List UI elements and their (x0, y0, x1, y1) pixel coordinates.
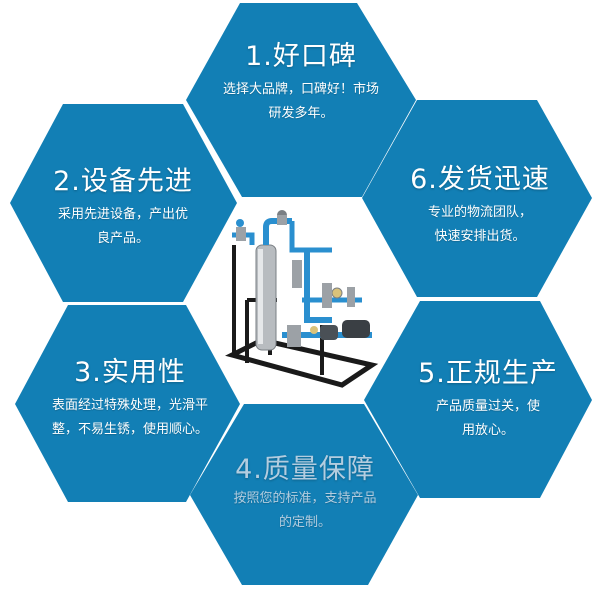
feature-1-desc-line-2: 研发多年。 (268, 106, 334, 121)
hexagon-6 (362, 100, 592, 297)
feature-4-desc-line-2: 的定制。 (278, 515, 331, 530)
feature-2-description: 采用先进设备，产出优 良产品。 (28, 203, 218, 251)
feature-2: 2.设备先进 采用先进设备，产出优 良产品。 (28, 165, 218, 251)
feature-4-description: 按照您的标准，支持产品 的定制。 (200, 487, 410, 535)
hexagon-2 (10, 104, 237, 302)
hexagon-3 (15, 305, 240, 502)
feature-4-desc-line-1: 按照您的标准，支持产品 (233, 491, 377, 506)
feature-3-desc-line-1: 表面经过特殊处理，光滑平 (51, 398, 208, 413)
feature-5-desc-line-2: 用放心。 (461, 423, 514, 438)
hexagon-4 (190, 404, 418, 585)
feature-3-desc-line-2: 整，不易生锈，使用顺心。 (51, 422, 208, 437)
feature-1-description: 选择大品牌，口碑好！市场 研发多年。 (196, 78, 406, 126)
feature-5-title: 5.正规生产 (418, 358, 558, 389)
feature-5-description: 产品质量过关，使 用放心。 (388, 395, 588, 443)
feature-1: 1.好口碑 选择大品牌，口碑好！市场 研发多年。 (196, 40, 406, 126)
feature-3-title: 3.实用性 (74, 357, 186, 388)
feature-6-description: 专业的物流团队， 快速安排出货。 (380, 201, 580, 249)
feature-2-title: 2.设备先进 (53, 166, 193, 197)
feature-6-desc-line-1: 专业的物流团队， (427, 205, 532, 220)
feature-2-desc-line-1: 采用先进设备，产出优 (57, 207, 188, 222)
feature-2-desc-line-2: 良产品。 (96, 231, 149, 246)
feature-1-title: 1.好口碑 (245, 41, 357, 72)
hexagon-5 (364, 301, 592, 498)
feature-6-desc-line-2: 快速安排出货。 (434, 229, 526, 244)
feature-3-description: 表面经过特殊处理，光滑平 整，不易生锈，使用顺心。 (30, 394, 230, 442)
piping-skid-machine-image (225, 210, 379, 388)
feature-5: 5.正规生产 产品质量过关，使 用放心。 (388, 357, 588, 443)
hexagon-1 (186, 3, 416, 197)
feature-6-title: 6.发货迅速 (410, 164, 550, 195)
feature-4: 4.质量保障 按照您的标准，支持产品 的定制。 (200, 453, 410, 535)
feature-4-title: 4.质量保障 (235, 454, 375, 485)
feature-1-desc-line-1: 选择大品牌，口碑好！市场 (222, 82, 379, 97)
feature-3: 3.实用性 表面经过特殊处理，光滑平 整，不易生锈，使用顺心。 (30, 356, 230, 442)
feature-6: 6.发货迅速 专业的物流团队， 快速安排出货。 (380, 163, 580, 249)
feature-5-desc-line-1: 产品质量过关，使 (435, 399, 540, 414)
